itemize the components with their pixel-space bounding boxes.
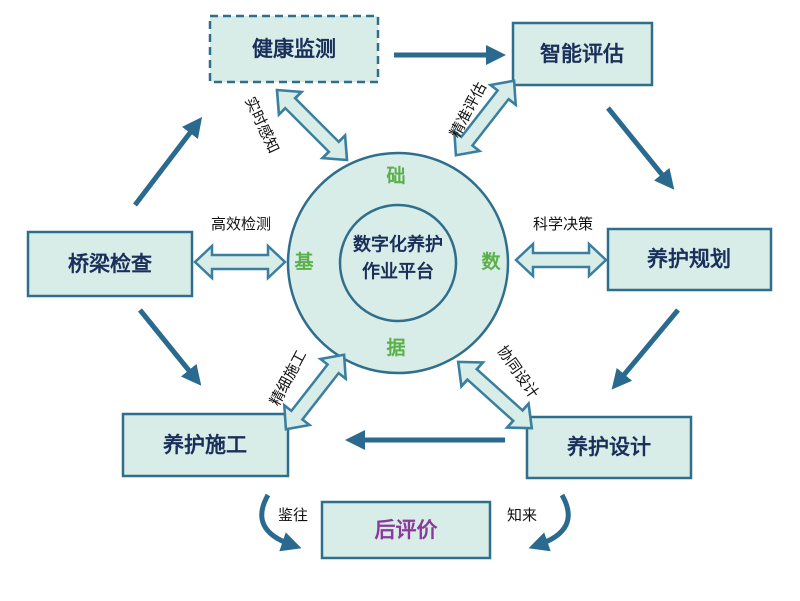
node-smart-assessment[interactable] [511,21,654,87]
node-label: 养护施工 [162,433,247,457]
inner-circle [338,203,458,323]
link-label-inspect: 高效检测 [211,215,271,233]
center-title-1: 数字化养护 [353,234,443,256]
center-title-2: 作业平台 [362,261,434,283]
loop-label-right: 知来 [507,506,537,524]
ring-char-top: 础 [386,165,405,187]
loop-label-left: 鉴往 [278,506,308,524]
arrow-inspect-to-construct [138,308,202,386]
arrow-plan-to-design [611,308,680,390]
double-arrow-health [264,77,360,173]
node-label: 健康监测 [252,37,336,61]
node-label: 后评价 [375,518,439,542]
loop-arrow-right [528,493,571,552]
node-maintenance-design[interactable] [525,415,693,480]
loop-arrow-left [259,493,302,552]
ring-char-right: 数 [481,250,501,273]
node-label: 养护规划 [646,247,731,271]
double-arrow-plan [514,242,608,278]
link-label-health: 实时感知 [241,94,283,156]
link-label-plan: 科学决策 [533,215,593,233]
node-health-monitoring[interactable] [208,14,380,84]
ring-char-left: 基 [293,250,314,273]
node-maintenance-planning[interactable] [606,227,773,292]
ring-char-bottom: 据 [386,336,405,359]
node-maintenance-construction[interactable] [121,412,290,478]
node-label: 桥梁检查 [68,252,152,276]
node-label: 养护设计 [566,435,651,459]
node-bridge-inspection[interactable] [26,230,194,298]
arrow-inspect-to-health [133,117,203,207]
node-post-evaluation[interactable] [320,500,492,560]
arrow-assess-to-plan [606,106,675,190]
double-arrow-inspect [193,244,287,280]
node-label: 智能评估 [540,42,624,66]
